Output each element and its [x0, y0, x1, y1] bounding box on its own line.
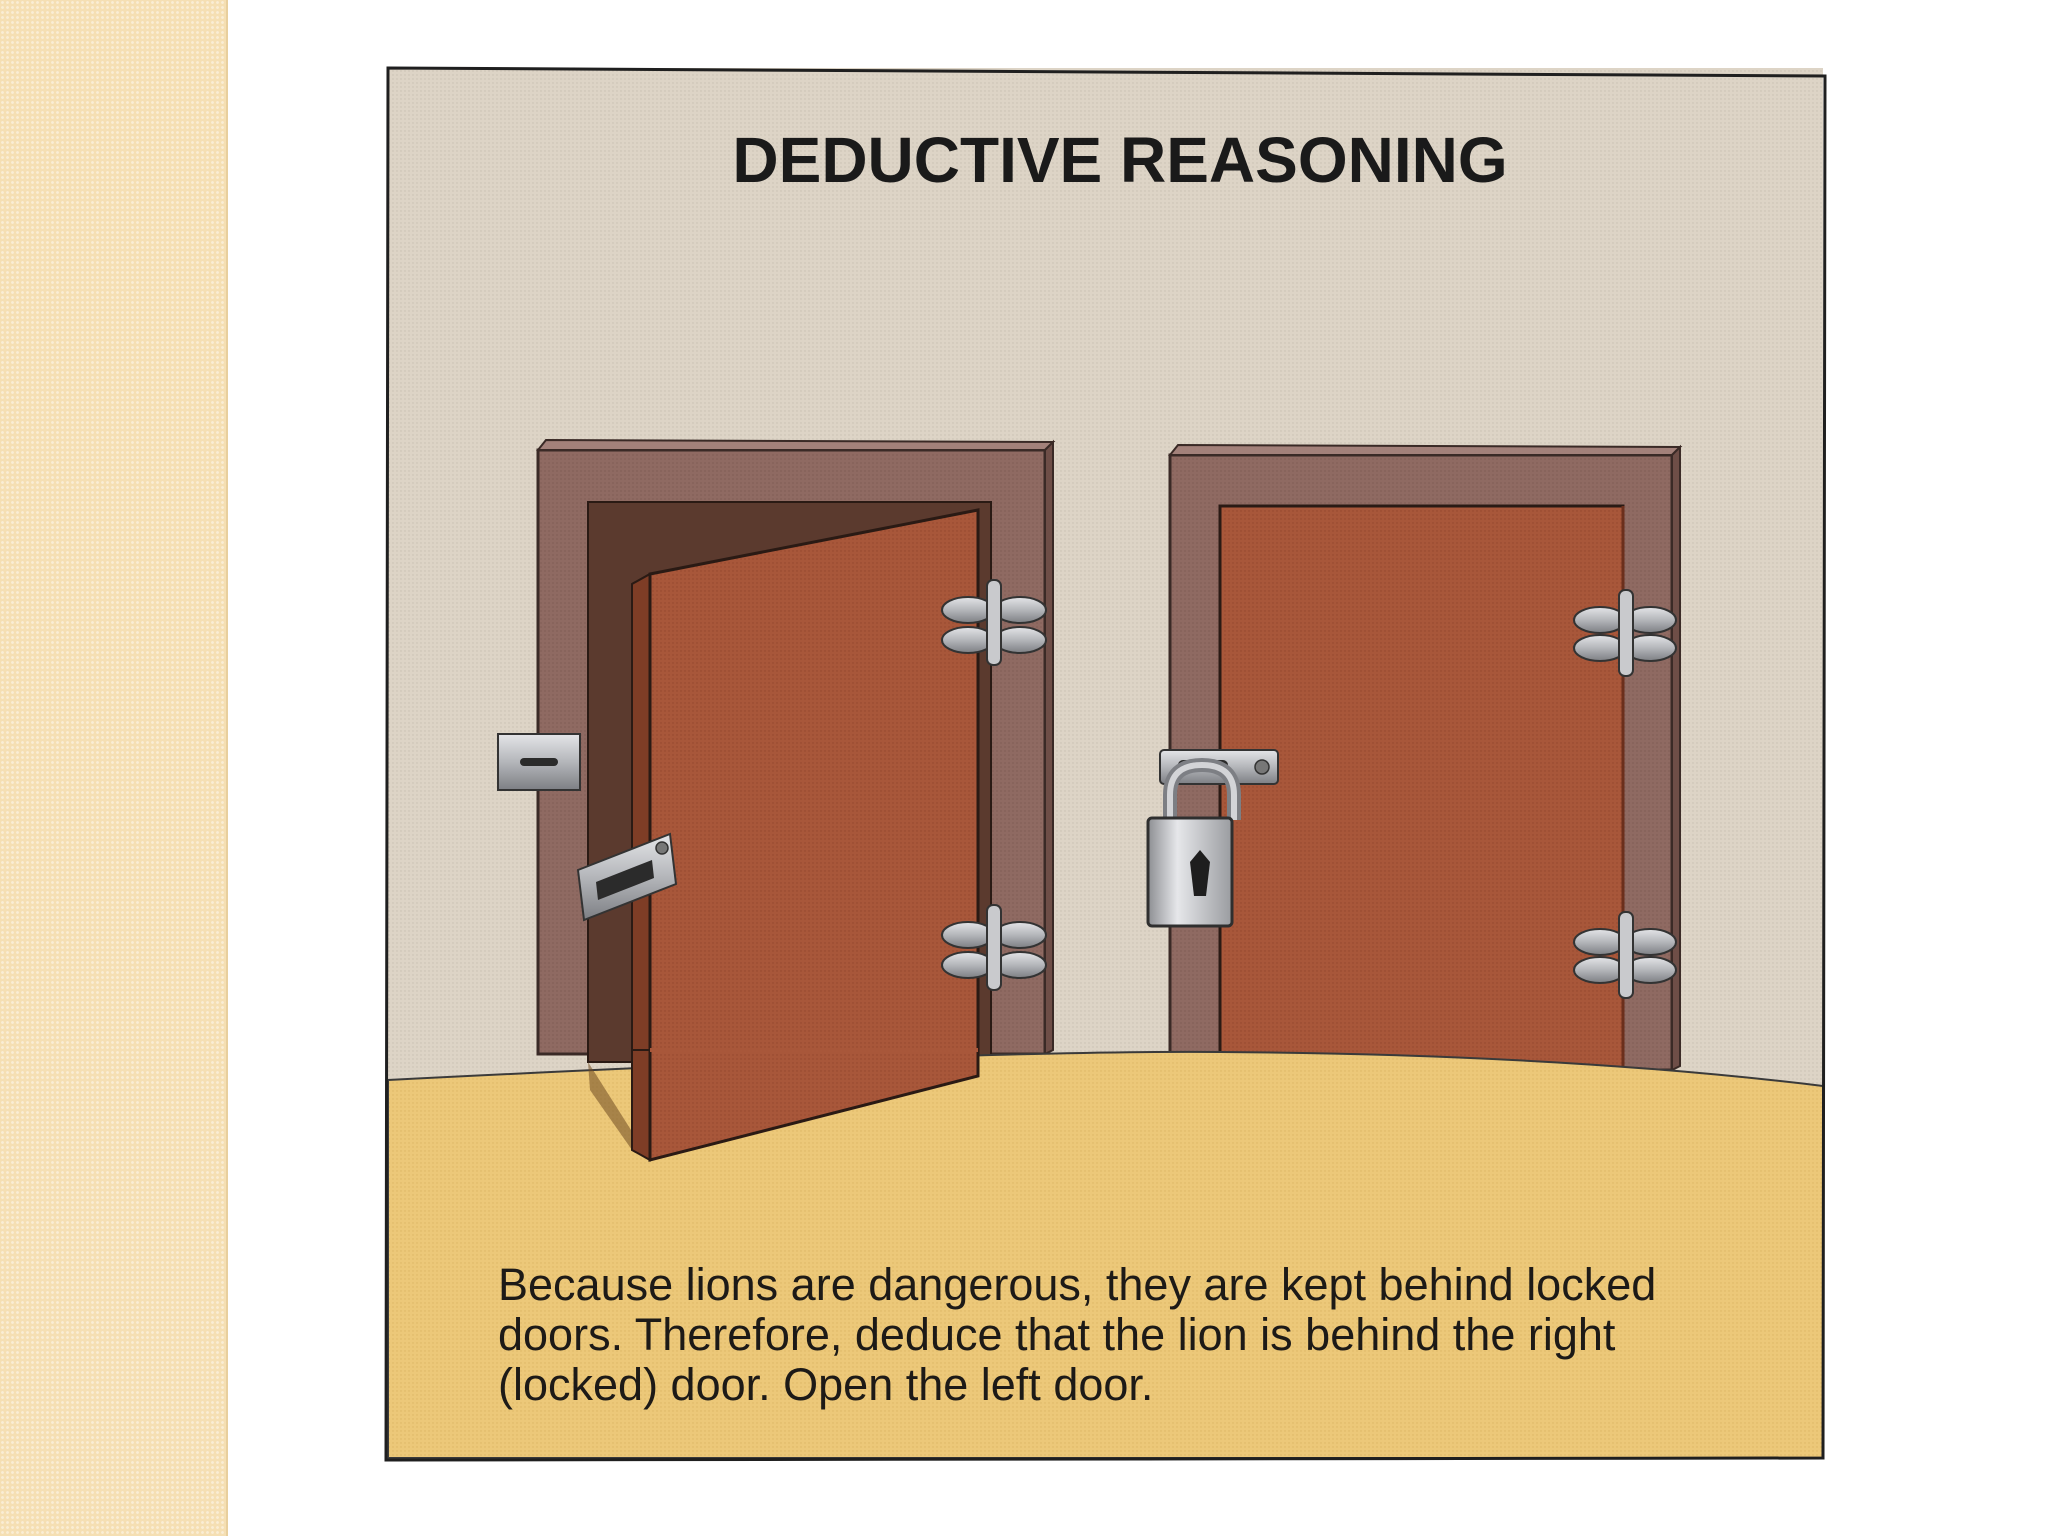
hinge-icon [1573, 589, 1677, 677]
latch-icon [497, 733, 581, 791]
hinge-icon [1573, 911, 1677, 999]
hinge-icon [941, 579, 1047, 666]
right-door-leaf [1218, 504, 1625, 1072]
caption-line-2: doors. Therefore, deduce that the lion i… [498, 1309, 1616, 1360]
figure-canvas: DEDUCTIVE REASONING Because lions are da… [384, 66, 1827, 1462]
right-door [1146, 443, 1683, 1072]
caption-line-3: (locked) door. Open the left door. [498, 1359, 1153, 1410]
figure-border [384, 66, 1827, 1462]
side-decoration-strip [0, 0, 228, 1536]
left-door [497, 438, 1056, 1162]
padlock-icon [1146, 757, 1241, 928]
figure-title: DEDUCTIVE REASONING [732, 124, 1507, 196]
hasp-icon [576, 832, 678, 922]
hinge-icon [941, 904, 1047, 991]
deductive-reasoning-figure: DEDUCTIVE REASONING Because lions are da… [360, 50, 1880, 1490]
caption-line-1: Because lions are dangerous, they are ke… [498, 1259, 1656, 1310]
